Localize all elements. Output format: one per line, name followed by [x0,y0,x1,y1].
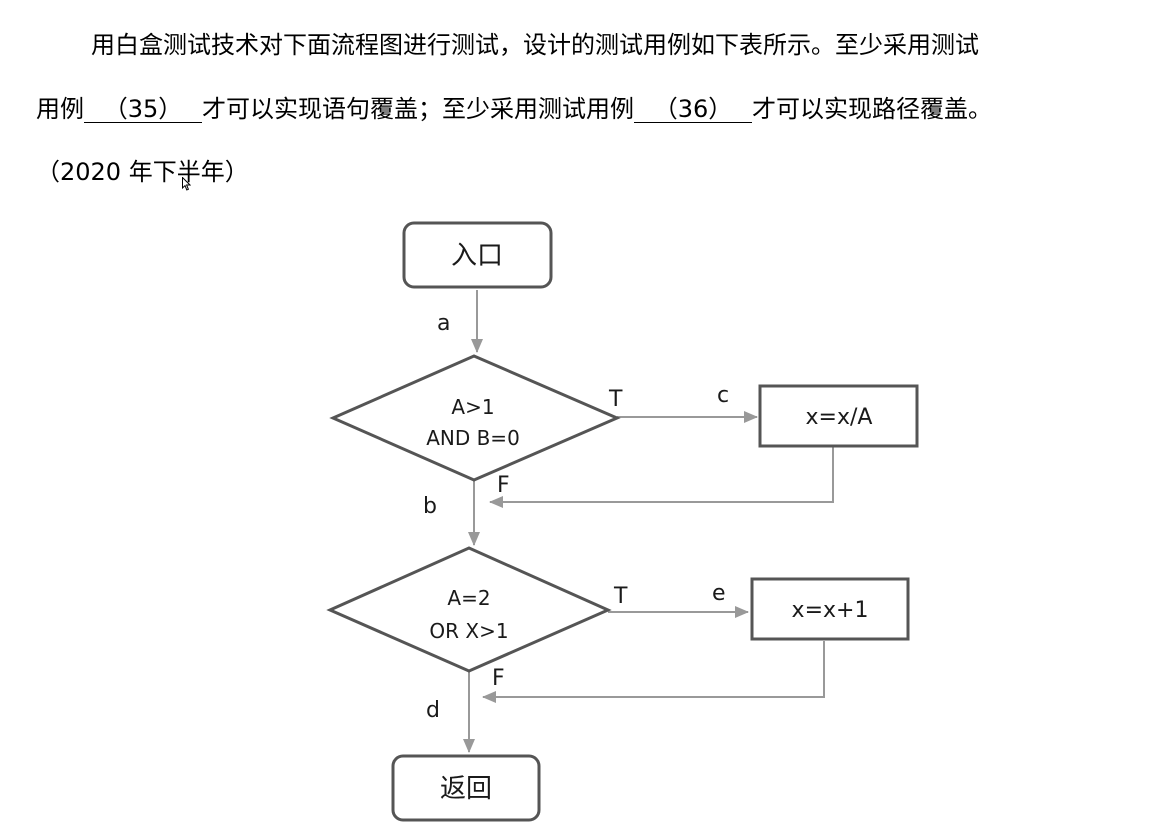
edge-label-c: c [717,383,729,408]
decision-1-line-1: A>1 [451,395,494,419]
edge-label-d: d [426,698,440,723]
mouse-cursor-icon [182,177,191,191]
edge-label-a: a [437,311,450,336]
decision-1-line-2: AND B=0 [426,426,520,450]
process-1-label: x=x/A [806,405,873,430]
process-2: x=x+1 [750,577,910,641]
question-line-2-prefix: 用例 [36,95,84,123]
edge-label-e: e [712,581,726,606]
blank-36: （36） [634,96,752,123]
question-year: （2020 年下半年） [36,158,249,186]
edge-label-f1: F [497,473,510,498]
question-line-2-suffix: 才可以实现路径覆盖。 [752,95,992,123]
process-2-label: x=x+1 [792,598,869,623]
question-line-2: 用例（35）才可以实现语句覆盖；至少采用测试用例（36）才可以实现路径覆盖。 [36,94,992,124]
connectors [463,290,834,753]
return-label: 返回 [440,774,492,804]
blank-35: （35） [84,96,202,123]
decision-1: A>1 AND B=0 [329,354,621,482]
process1-return-line [489,447,834,508]
process-1: x=x/A [758,384,919,448]
question-line-1: 用白盒测试技术对下面流程图进行测试，设计的测试用例如下表所示。至少采用测试 [91,31,979,59]
decision-2-line-1: A=2 [447,586,490,610]
edge-label-t2: T [613,584,628,609]
edge-label-b: b [423,494,437,519]
edge-labels: a T c F b T e F d [423,311,729,723]
decision-2: A=2 OR X>1 [326,546,612,673]
question-text: 用白盒测试技术对下面流程图进行测试，设计的测试用例如下表所示。至少采用测试 用例… [0,0,1149,200]
return-node: 返回 [391,754,541,822]
process2-return-line [482,641,825,703]
decision-2-line-2: OR X>1 [429,619,508,643]
entry-node: 入口 [402,221,553,289]
edge-label-t1: T [608,387,623,412]
question-line-2-middle: 才可以实现语句覆盖；至少采用测试用例 [202,95,634,123]
entry-label: 入口 [451,241,503,271]
edge-label-f2: F [492,666,505,691]
